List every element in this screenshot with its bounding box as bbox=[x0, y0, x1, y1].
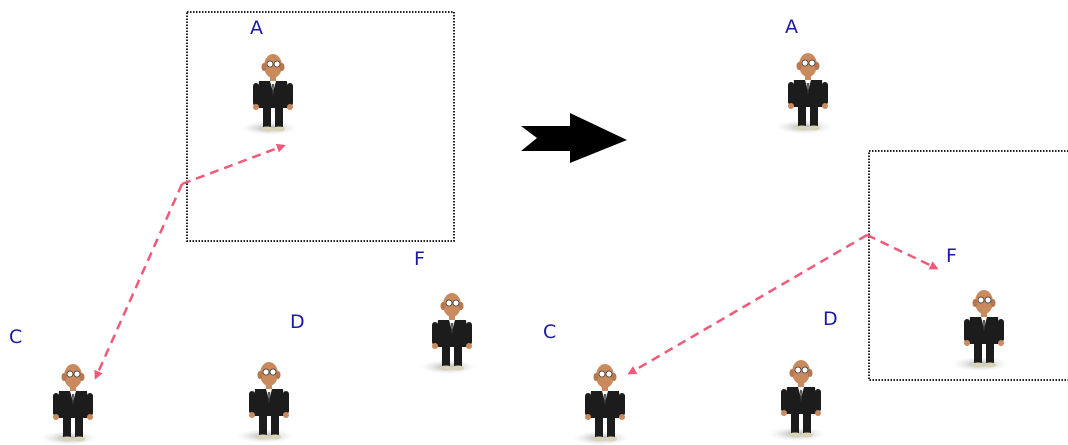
person-c-after bbox=[572, 363, 630, 445]
label-a-before: A bbox=[250, 17, 263, 39]
person-d-before bbox=[236, 361, 294, 444]
label-c-before: C bbox=[9, 326, 22, 348]
dashed-arrow-path-before-lower bbox=[94, 183, 184, 380]
person-f-before bbox=[419, 292, 477, 375]
dashed-arrow-path-after bbox=[866, 233, 939, 270]
label-c-after: C bbox=[543, 321, 556, 343]
label-f-after: F bbox=[946, 245, 957, 267]
person-a-before bbox=[240, 53, 298, 136]
after-panel: A C D F bbox=[543, 16, 1068, 445]
person-d-after bbox=[768, 359, 826, 442]
label-a-after: A bbox=[785, 16, 798, 38]
label-d-after: D bbox=[823, 308, 838, 330]
person-f-after bbox=[951, 289, 1009, 372]
label-d-before: D bbox=[290, 311, 305, 333]
dashed-arrow-path-after-lower bbox=[627, 233, 868, 375]
person-a-after bbox=[775, 52, 833, 135]
focus-frame-after bbox=[868, 150, 1068, 381]
dashed-arrow-path-before bbox=[181, 143, 286, 186]
transition-arrow bbox=[521, 113, 627, 163]
focus-frame-before bbox=[186, 11, 455, 242]
label-f-before: F bbox=[414, 248, 425, 270]
person-c-before bbox=[40, 363, 98, 445]
before-panel: A C D F bbox=[9, 11, 477, 445]
